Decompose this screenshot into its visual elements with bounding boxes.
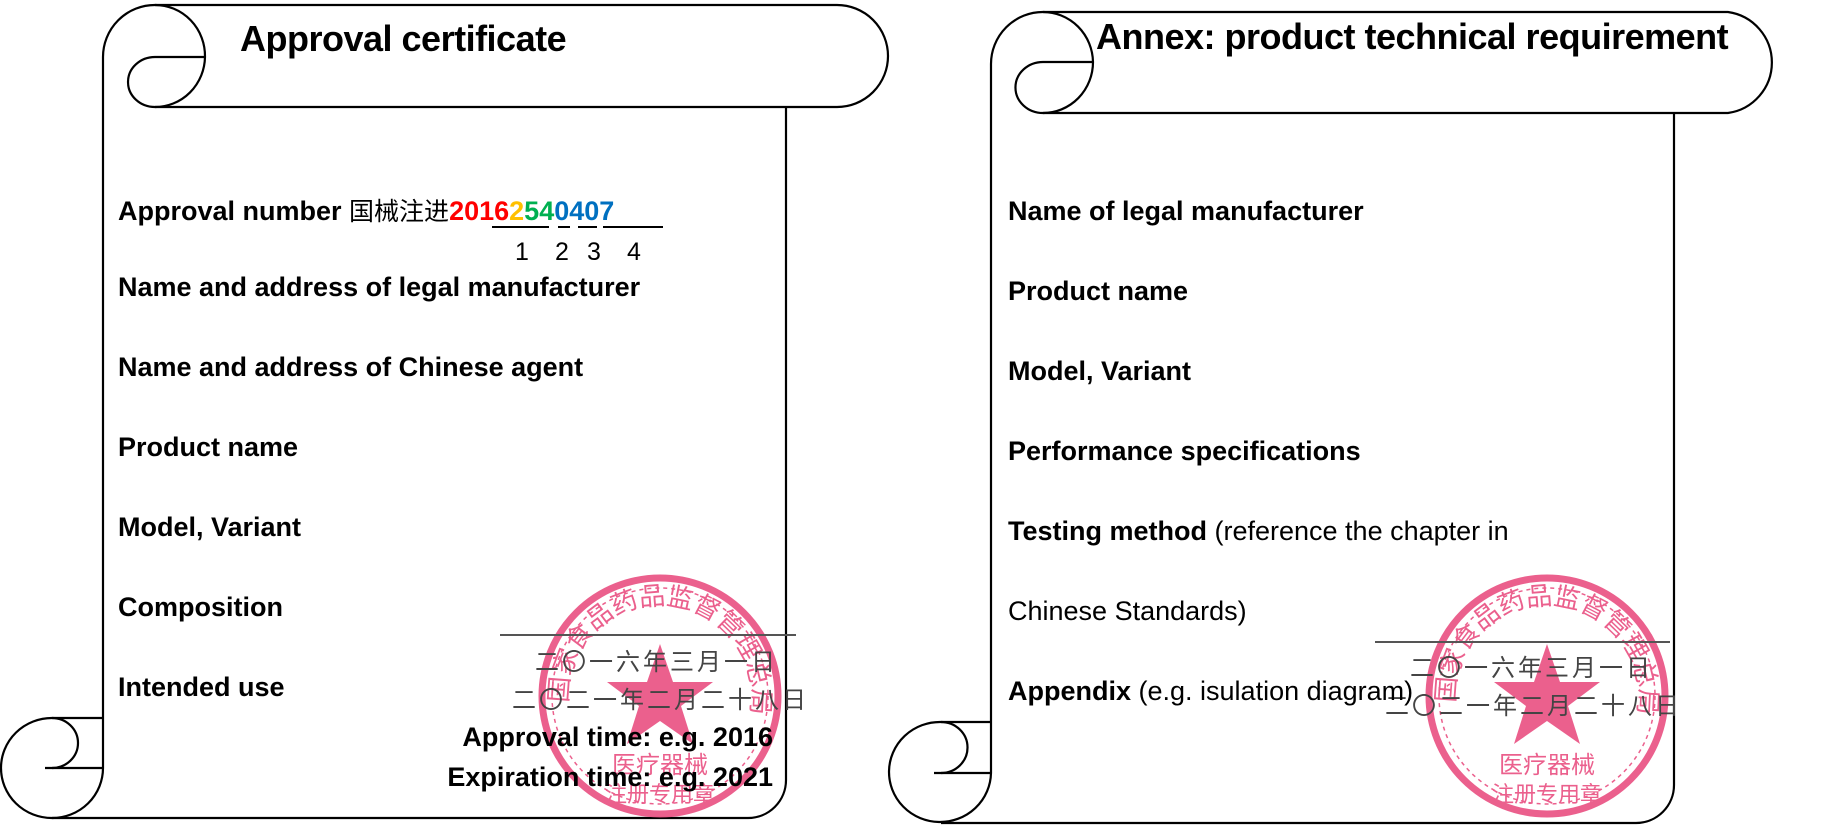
right-scroll-outline — [887, 10, 1773, 825]
issue-date-cn: 二〇一六年三月一日 — [1410, 654, 1653, 682]
segment-underline-4 — [603, 226, 663, 228]
date-divider — [1375, 641, 1670, 643]
approval-number-row: Approval number 国械注进20162540407 — [118, 192, 614, 228]
annex-item-note: Chinese Standards) — [1008, 596, 1247, 626]
seal-center-text-1: 医疗器械 — [1499, 751, 1595, 779]
annex-item-model-variant: Model, Variant — [1008, 356, 1191, 387]
field-chinese-agent: Name and address of Chinese agent — [118, 352, 584, 382]
annex-item-label: Appendix — [1008, 676, 1132, 706]
approval-number-digits: 20162540407 — [449, 196, 614, 226]
left-scroll-outline — [0, 3, 890, 820]
digit-segment-category: 54 — [524, 196, 555, 226]
annex-item-note: (e.g. isulation diagram) — [1131, 676, 1414, 706]
segment-underline-1 — [492, 226, 549, 228]
annex-item-appendix: Appendix (e.g. isulation diagram) — [1008, 676, 1413, 707]
annex-item-testing-method: Testing method (reference the chapter in — [1008, 516, 1509, 547]
seal-center-text-2: 注册专用章 — [605, 783, 715, 808]
left-scroll-title: Approval certificate — [240, 18, 567, 59]
segment-index-3: 3 — [587, 238, 601, 266]
approval-number-prefix: 国械注进 — [349, 197, 450, 226]
digit-segment-year: 2016 — [449, 196, 510, 226]
issue-date-cn: 二〇一六年三月一日 — [535, 648, 778, 676]
digit-segment-serial: 0407 — [554, 196, 615, 226]
annex-item-performance: Performance specifications — [1008, 436, 1361, 467]
annex-item-product-name: Product name — [1008, 276, 1188, 307]
digit-segment-origin: 2 — [509, 196, 525, 226]
field-legal-manufacturer: Name and address of legal manufacturer — [118, 272, 641, 302]
segment-index-4: 4 — [627, 238, 641, 266]
field-product-name: Product name — [118, 432, 299, 462]
annex-item-label: Name of legal manufacturer — [1008, 196, 1364, 226]
segment-index-1: 1 — [515, 238, 529, 266]
annex-item-legal-manufacturer: Name of legal manufacturer — [1008, 196, 1364, 227]
official-seal-icon: 国家食品药品监督管理总局 医疗器械 注册专用章 — [1425, 574, 1669, 818]
official-seal-icon: 国家食品药品监督管理总局 医疗器械 注册专用章 — [538, 574, 782, 818]
segment-underline-2 — [558, 226, 570, 228]
approval-time: Approval time: e.g. 2016 — [462, 722, 773, 752]
annex-item-label: Model, Variant — [1008, 356, 1192, 386]
seal-center-text-1: 医疗器械 — [612, 751, 708, 779]
annex-item-label: Product name — [1008, 276, 1189, 306]
segment-underline-3 — [578, 226, 597, 228]
field-intended-use: Intended use — [118, 672, 285, 702]
annex-item-label: Testing method — [1008, 516, 1207, 546]
annex-item-note: (reference the chapter in — [1207, 516, 1509, 546]
annex-item-testing-method-cont: Chinese Standards) — [1008, 596, 1247, 627]
annex-item-label: Performance specifications — [1008, 436, 1361, 466]
seal-center-text-2: 注册专用章 — [1492, 783, 1602, 808]
expiry-date-cn: 二〇二一年二月二十八日 — [512, 686, 809, 714]
date-divider — [500, 634, 796, 636]
approval-number-label: Approval number — [118, 196, 342, 226]
segment-index-2: 2 — [555, 238, 569, 266]
field-model-variant: Model, Variant — [118, 512, 302, 542]
expiry-date-cn: 二〇二一年二月二十八日 — [1385, 692, 1682, 720]
expiration-time: Expiration time: e.g. 2021 — [447, 762, 773, 792]
field-composition: Composition — [118, 592, 283, 622]
right-scroll-title: Annex: product technical requirement — [1096, 16, 1729, 57]
